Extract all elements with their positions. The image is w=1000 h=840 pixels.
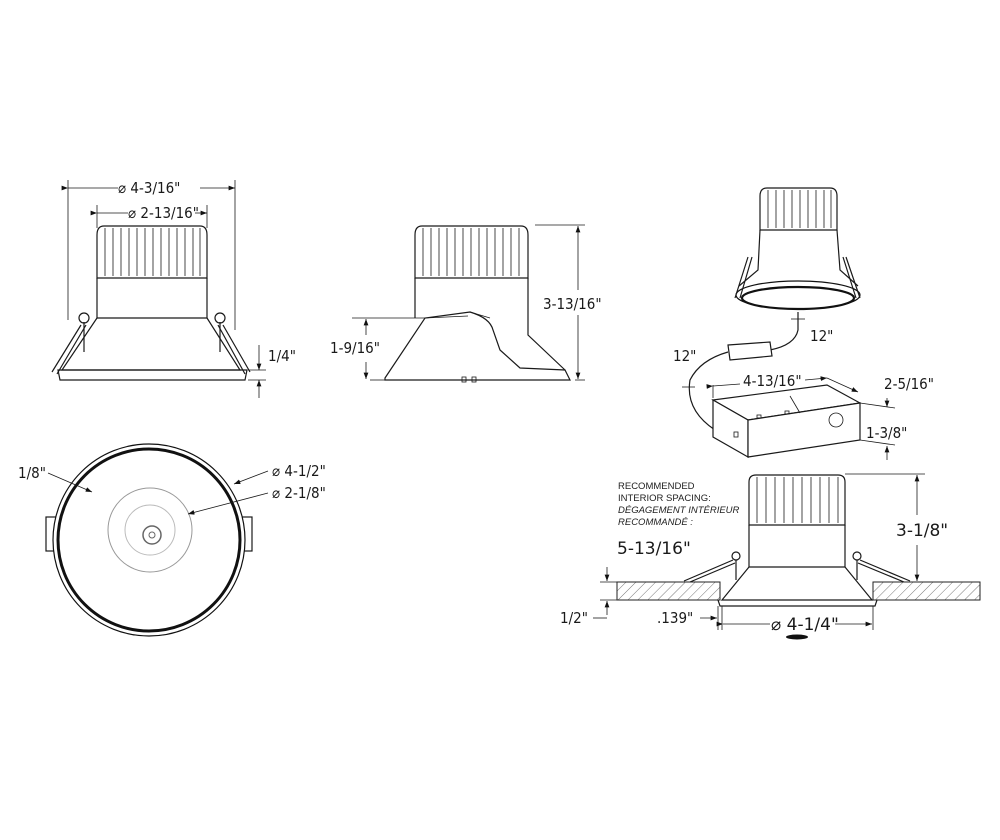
box-height-label: 1-3/8"	[866, 424, 907, 442]
trim-height-label: 1/4"	[268, 347, 296, 365]
heatsink	[96, 225, 208, 279]
box-length-label: 4-13/16"	[743, 372, 802, 390]
rotation-icon	[786, 634, 808, 640]
note-line-2: INTERIOR SPACING:	[618, 493, 711, 504]
note-line-3: DÉGAGEMENT INTÉRIEUR	[618, 505, 740, 516]
installed-spring-right	[852, 551, 911, 583]
front-view: ⌀ 4-3/16" ⌀ 2-13/16"	[51, 179, 296, 398]
overall-height-label: 3-13/16"	[543, 295, 602, 313]
inner-diameter-label: ⌀ 2-13/16"	[128, 204, 199, 222]
flange-label: .139"	[657, 609, 693, 627]
outer-diameter-label: ⌀ 4-3/16"	[118, 179, 180, 197]
trim-diameter-label: ⌀ 4-1/2"	[272, 462, 326, 480]
box-lead-label: 12"	[673, 347, 696, 365]
box-width-label: 2-5/16"	[884, 375, 934, 393]
fixture-lead-label: 12"	[810, 327, 833, 345]
trim-edge-label: 1/8"	[18, 464, 46, 482]
side-view: 3-13/16" 1-9/16"	[330, 224, 602, 383]
junction-box	[711, 384, 862, 459]
spring-clip-left	[51, 312, 90, 375]
note-line-1: RECOMMENDED	[618, 481, 695, 492]
spring-clip-right	[214, 312, 251, 375]
ceiling-thickness-label: 1/2"	[560, 609, 588, 627]
installed-view: RECOMMENDED INTERIOR SPACING: DÉGAGEMENT…	[560, 473, 981, 640]
note-line-4: RECOMMANDÉ :	[618, 517, 693, 528]
exploded-view: 12" 12" 4-13/16" 2-5/16" 1-3/8"	[673, 187, 934, 460]
spring-height-label: 1-9/16"	[330, 339, 380, 357]
bottom-view: 1/8" ⌀ 4-1/2" ⌀ 2-1/8"	[18, 443, 326, 637]
installed-spring-left	[683, 551, 741, 583]
cutout-diameter-label: ⌀ 4-1/4"	[771, 615, 839, 635]
spacing-label: 5-13/16"	[617, 539, 691, 559]
recessed-height-label: 3-1/8"	[896, 521, 948, 541]
aperture-diameter-label: ⌀ 2-1/8"	[272, 484, 326, 502]
